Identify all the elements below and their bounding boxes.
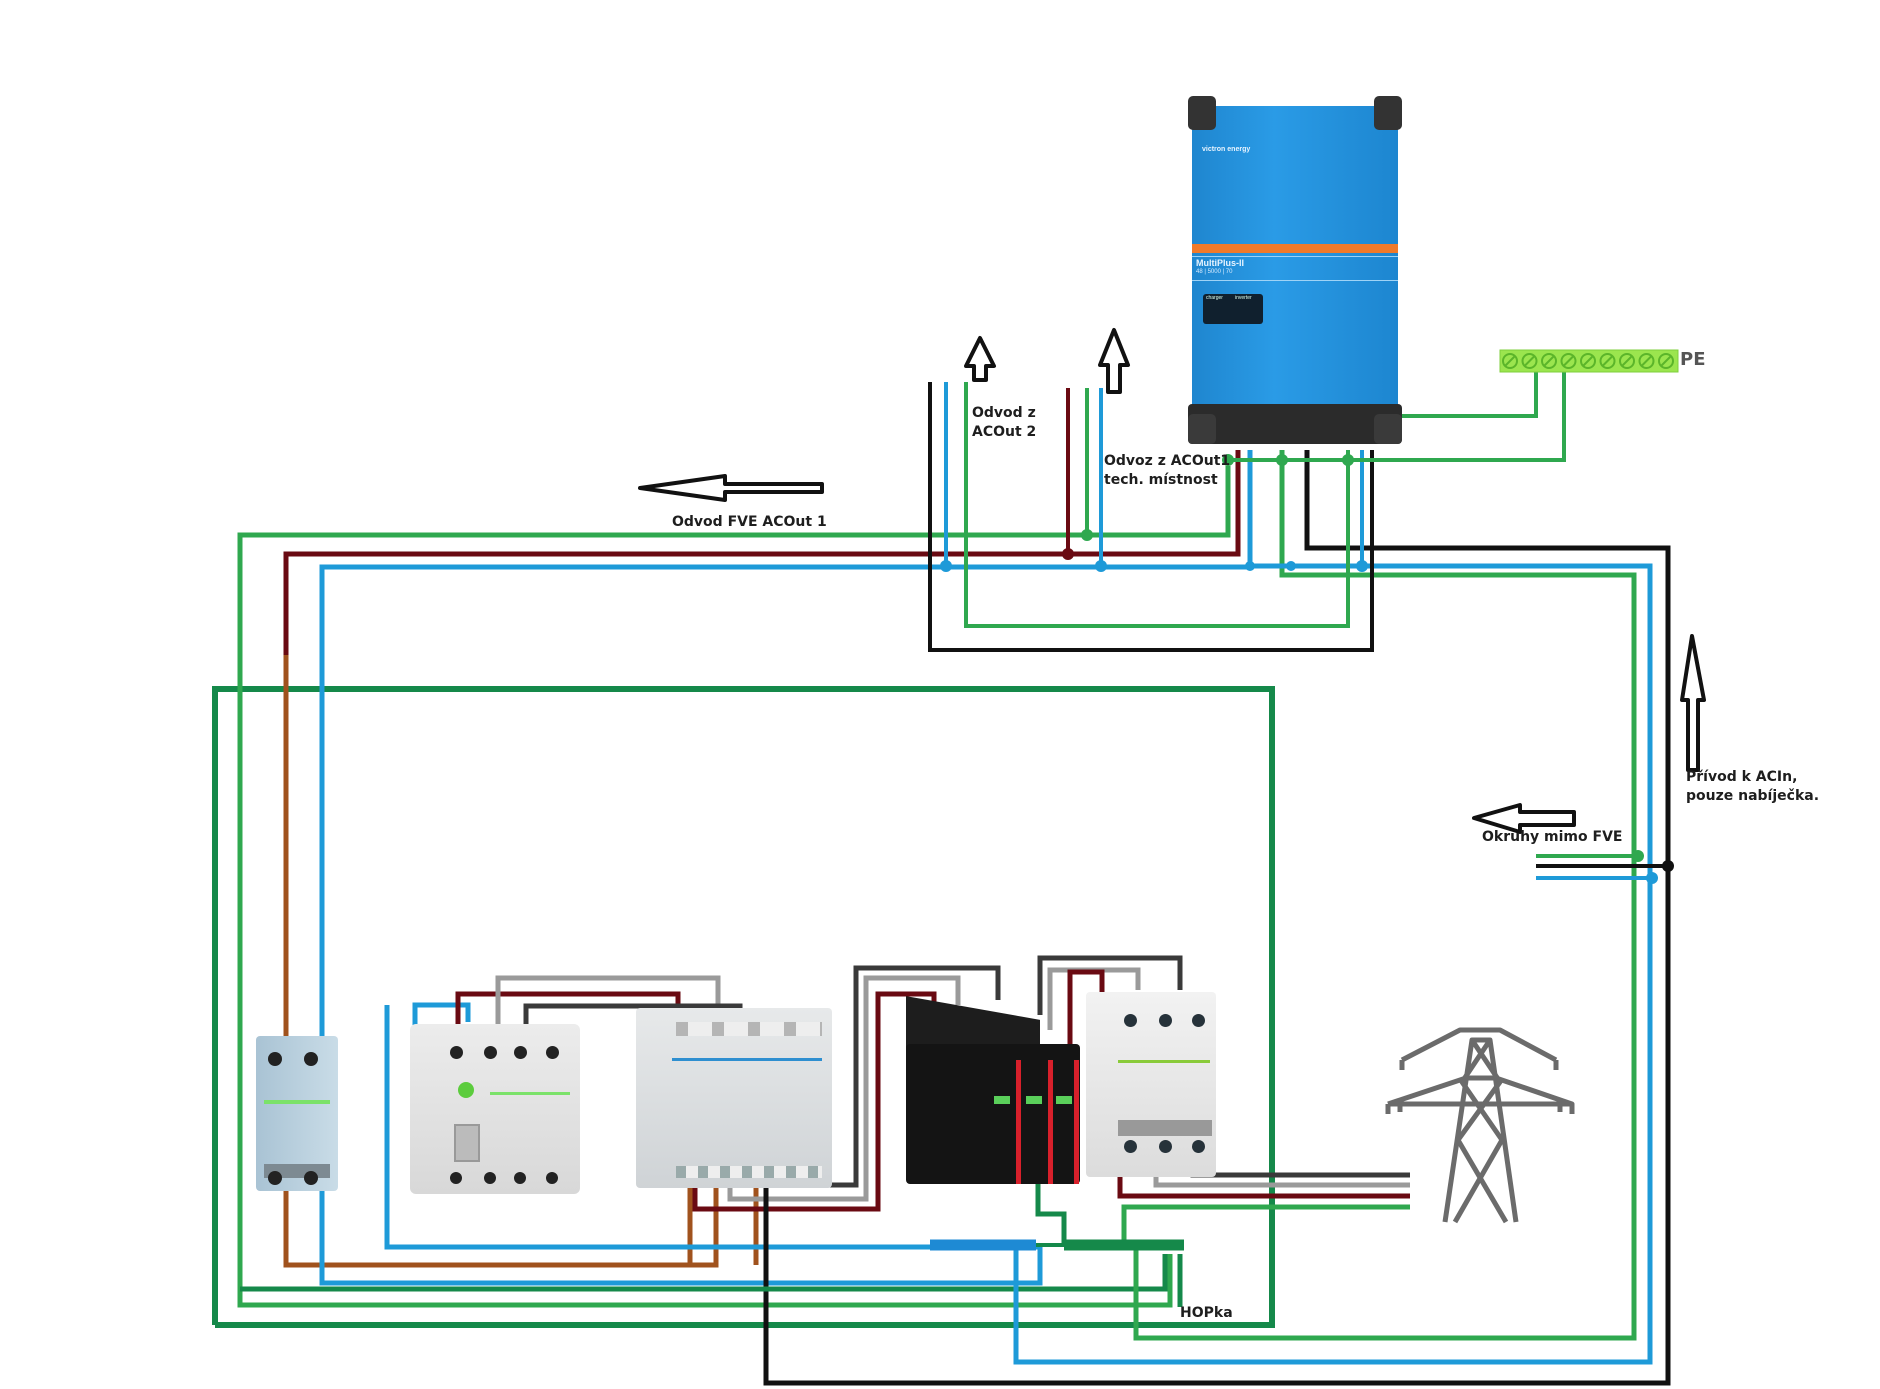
junction-dot [1662, 860, 1674, 872]
junction-dot [1342, 454, 1354, 466]
label-hopka: HOPka [1180, 1305, 1233, 1321]
label-line: Odvoz z ACOut1 [1104, 453, 1231, 469]
arrow-up-acin-icon [1680, 634, 1706, 772]
wire-rcd-n-down [384, 1005, 1040, 1250]
arrow-up-acout1-icon [1098, 328, 1130, 394]
label-line: ACOut 2 [972, 424, 1037, 440]
panel-charger-label: charger [1206, 295, 1223, 301]
mcb-3-pole [1086, 992, 1216, 1177]
junction-dot [1095, 560, 1107, 572]
wire-pe-tie-1 [1228, 370, 1566, 462]
pe-screw-icon [1502, 353, 1518, 369]
pe-screw-slot [1504, 355, 1516, 367]
label-line: pouze nabíječka. [1686, 788, 1820, 804]
junction-dot [1276, 454, 1288, 466]
wire-grid-pe [1121, 1204, 1410, 1245]
wire-rcd-switch-grey [495, 975, 721, 1030]
wire-switch-spd-darkred [692, 991, 937, 1212]
wire-acout1-pe [237, 466, 1231, 1308]
junction-dot [1245, 561, 1255, 571]
wire-bus-pe-1 [240, 1254, 1168, 1292]
pe-screw-slot [1621, 355, 1633, 367]
pe-screw-icon [1619, 353, 1635, 369]
pe-screw-slot [1582, 355, 1594, 367]
pe-screw-slot [1640, 355, 1653, 367]
wire-rcd-switch-darkred [455, 991, 681, 1030]
wire-spd-mcb-darkgrey [1037, 955, 1183, 1015]
wire-switch-spd-grey [727, 975, 961, 1202]
arrow-left-fve-icon [638, 474, 824, 502]
pe-screw-slot [1523, 355, 1536, 367]
junction-dots [940, 454, 1674, 884]
wire-bus-n [1013, 563, 1653, 1365]
rcd-4-pole [410, 1024, 580, 1194]
pe-screw-slot [1660, 355, 1672, 367]
inverter-led-panel: charger inverter [1203, 294, 1263, 324]
pe-screw-icon [1580, 353, 1596, 369]
label-privod-acin: Přívod k ACIn, pouze nabíječka. [1686, 768, 1819, 806]
label-odvod-acout2: Odvod z ACOut 2 [972, 404, 1036, 442]
wire-acout1-n [319, 450, 1253, 1040]
pe-screw-slot [1562, 355, 1575, 367]
pe-screw-icon [1638, 353, 1655, 369]
inverter-model: MultiPlus-II [1196, 258, 1244, 268]
inverter-spec: 48 | 5000 | 70 [1196, 269, 1233, 275]
power-pylon-icon [1385, 1027, 1575, 1224]
junction-dot [1632, 850, 1644, 862]
wire-acout2-pe [964, 382, 1350, 628]
changeover-switch [636, 1008, 832, 1188]
wire-acout2-l [928, 382, 1374, 652]
wire-pe-tie-2 [1402, 370, 1538, 418]
pe-screw-icon [1560, 353, 1577, 369]
junction-dot [1356, 560, 1368, 572]
wire-bus-pe-3 [1133, 450, 1637, 1341]
label-line: tech. místnost [1104, 472, 1218, 488]
wire-pe-main-loop [212, 686, 1275, 1328]
panel-inverter-label: inverter [1235, 295, 1252, 301]
pe-screw-icon [1521, 353, 1538, 369]
pe-screw-icon [1541, 353, 1557, 369]
victron-multiplus-inverter: victron energy MultiPlus-II 48 | 5000 | … [1188, 96, 1402, 448]
wire-mcb-l-out [283, 1185, 719, 1268]
pe-screw-icon [1658, 353, 1674, 369]
wire-switch-black-down [763, 450, 1671, 1386]
mcb-2-pole [256, 1036, 338, 1191]
surge-protector [906, 996, 1080, 1188]
pe-terminal-bar [1499, 349, 1679, 373]
pe-screw-icon [1599, 353, 1616, 369]
pe-screw-slot [1543, 355, 1555, 367]
inverter-brand: victron energy [1202, 146, 1251, 153]
wire-spd-pe [1035, 1160, 1067, 1245]
junction-dot [1286, 561, 1296, 571]
pe-screw-slot [1601, 355, 1614, 367]
label-line: Odvod z [972, 405, 1036, 421]
wire-acout1-l [283, 450, 1241, 655]
wire-mcb-n-out [319, 1185, 1043, 1286]
junction-dot [1646, 872, 1658, 884]
wire-grid-darkgrey [1190, 1150, 1410, 1178]
label-okruhy-mimo-fve: Okruhy mimo FVE [1482, 829, 1623, 845]
wire-rcd-n [412, 1002, 471, 1028]
label-odvod-fve-acout1: Odvod FVE ACOut 1 [672, 514, 827, 530]
label-pe: PE [1680, 349, 1706, 370]
junction-dot [940, 560, 952, 572]
arrow-up-acout2-icon [964, 336, 996, 382]
label-line: Přívod k ACIn, [1686, 769, 1798, 785]
arrow-left-mimo-icon [1472, 803, 1576, 834]
junction-dot [1222, 454, 1234, 466]
junction-dot [1081, 529, 1093, 541]
junction-dot [1062, 548, 1074, 560]
label-odvoz-acout1: Odvoz z ACOut1 tech. místnost [1104, 452, 1230, 490]
